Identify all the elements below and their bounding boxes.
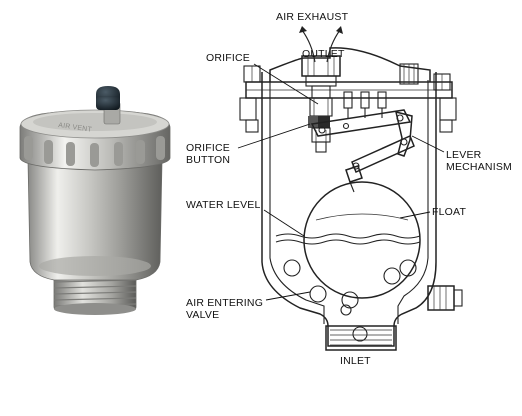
float-ball <box>303 181 421 299</box>
label-orifice: ORIFICE <box>206 52 250 64</box>
svg-text:AIR VENT: AIR VENT <box>58 122 93 134</box>
valve-housing <box>239 47 457 347</box>
label-inlet: INLET <box>340 355 371 367</box>
water-level-line <box>275 233 421 245</box>
valve-body <box>27 159 163 281</box>
bolt-right <box>433 73 453 133</box>
valve-cap: AIR VENT <box>19 109 171 171</box>
label-outlet: OUTLET <box>302 48 345 60</box>
label-water-level: WATER LEVEL <box>186 199 261 211</box>
label-float: FLOAT <box>432 206 466 218</box>
side-fitting <box>427 285 463 311</box>
air-vent-photo: AIR VENT <box>19 86 171 315</box>
air-exhaust-arrows <box>299 26 343 63</box>
air-bubbles <box>283 259 417 342</box>
outlet-fitting <box>301 55 341 99</box>
lever-mechanism <box>310 109 415 193</box>
label-air-valve-line2: VALVE <box>186 309 219 321</box>
inlet-fitting <box>325 325 397 351</box>
label-air-exhaust: AIR EXHAUST <box>276 11 349 23</box>
valve-knob <box>96 86 121 125</box>
orifice-assembly <box>308 97 333 153</box>
label-lever-line2: MECHANISM <box>446 161 512 173</box>
diagram-labels: AIR EXHAUST OUTLET ORIFICE ORIFICE BUTTO… <box>186 11 512 367</box>
label-lever-line1: LEVER <box>446 149 482 161</box>
bolt-left <box>243 65 261 133</box>
label-orifice-button-line1: ORIFICE <box>186 142 230 154</box>
label-air-valve-line1: AIR ENTERING <box>186 297 263 309</box>
bolt-top-right <box>399 63 419 85</box>
cutaway-diagram: AIR EXHAUST OUTLET ORIFICE ORIFICE BUTTO… <box>186 11 512 367</box>
leader-lines <box>237 63 445 301</box>
label-orifice-button-line2: BUTTON <box>186 154 230 166</box>
